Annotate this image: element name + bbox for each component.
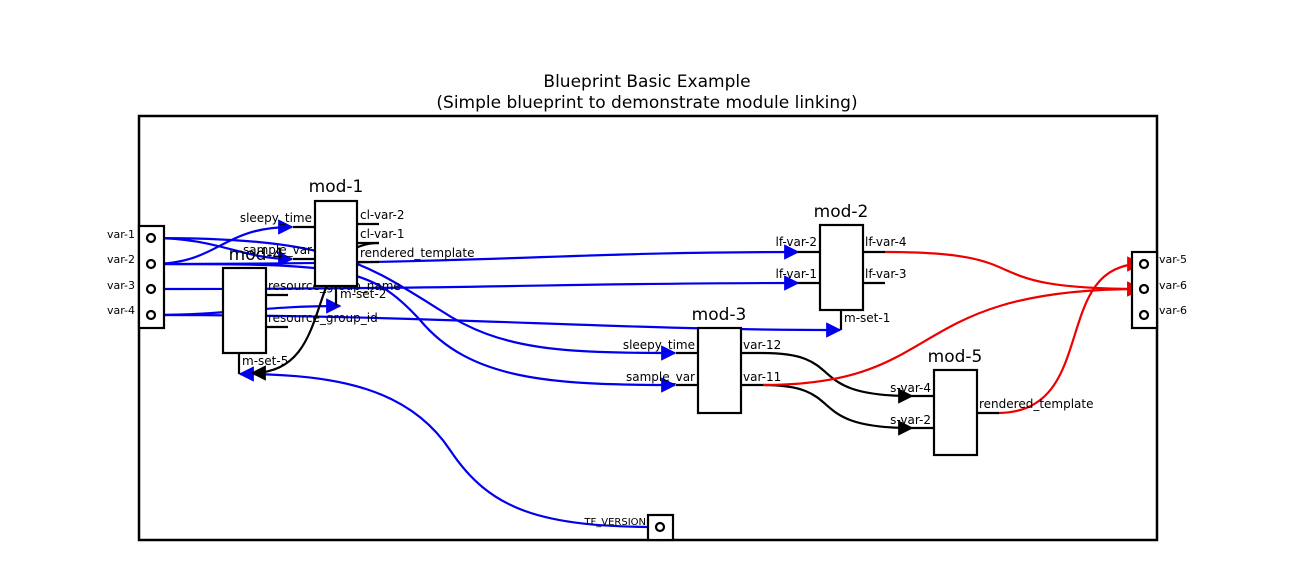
diagram-title: Blueprint Basic Example [543, 72, 750, 92]
var-2-label: var-2 [107, 253, 135, 266]
mod-5-in-s-var-4: s-var-4 [890, 381, 931, 395]
var-5-port[interactable] [1138, 258, 1150, 270]
link-mod2-var6 [884, 250, 1143, 297]
module-mod-2[interactable]: mod-2 lf-var-2 lf-var-1 lf-var-4 lf-var-… [776, 202, 907, 330]
mod-2-out-lf-var-4: lf-var-4 [865, 235, 907, 249]
right-variables-panel: var-5 var-6 var-6 [1130, 250, 1187, 330]
module-mod-3[interactable]: mod-3 sleepy_time sample_var var-12 var-… [623, 305, 781, 415]
mod-1-set: m-set-2 [340, 287, 386, 301]
mod-1-out-cl-var-2: cl-var-2 [360, 208, 405, 222]
link-var2-mod1-sleepy [150, 219, 294, 266]
connections [150, 219, 1143, 529]
link-var1-mod1-sample [150, 236, 294, 267]
mod-2-in-lf-var-1: lf-var-1 [776, 267, 818, 281]
var-5-label: var-5 [1159, 253, 1187, 266]
var-4-port[interactable] [145, 309, 157, 321]
var-3-port[interactable] [145, 283, 157, 295]
link-var4-mod2-set [150, 313, 842, 338]
mod-3-out-var-12: var-12 [743, 338, 781, 352]
var-1-label: var-1 [107, 228, 135, 241]
mod-4-title: mod-4 [229, 245, 284, 265]
var-6b-port[interactable] [1138, 309, 1150, 321]
link-mod3-var12-mod5 [762, 351, 914, 404]
var-2-port[interactable] [145, 258, 157, 270]
mod-1-out-cl-var-1: cl-var-1 [360, 227, 405, 241]
mod-1-in-sleepy-time: sleepy_time [240, 211, 312, 225]
mod-1-out-rendered-template: rendered_template [360, 246, 475, 260]
module-mod-5[interactable]: mod-5 s-var-4 s-var-2 rendered_template [890, 347, 1094, 457]
tf-version-label: TF_VERSION [583, 517, 646, 528]
mod-1-in-sample-var: sample_var [243, 243, 312, 257]
tf-version-input: TF_VERSION [583, 513, 675, 542]
var-6-label: var-6 [1159, 279, 1187, 292]
mod-3-title: mod-3 [692, 305, 747, 325]
mod-2-out-lf-var-3: lf-var-3 [865, 267, 907, 281]
link-mod5-var5 [997, 256, 1143, 415]
mod-1-title: mod-1 [309, 177, 364, 197]
link-var1-mod3-sleepy [150, 236, 677, 361]
mod-3-in-sample-var: sample_var [626, 370, 695, 384]
mod-2-title: mod-2 [814, 202, 869, 222]
diagram-subtitle: (Simple blueprint to demonstrate module … [436, 93, 857, 113]
mod-4-out-resource-group-id: resource_group_id [268, 311, 378, 325]
left-variables-panel: var-1 var-2 var-3 var-4 [107, 224, 166, 330]
mod-3-in-sleepy-time: sleepy_time [623, 338, 695, 352]
var-6b-label: var-6 [1159, 304, 1187, 317]
var-3-label: var-3 [107, 279, 135, 292]
link-mod3-var11-mod5 [762, 383, 914, 436]
blueprint-frame [137, 114, 1159, 542]
var-4-label: var-4 [107, 304, 135, 317]
module-mod-4[interactable]: mod-4 resource_group_name resource_group… [221, 245, 401, 374]
mod-2-in-lf-var-2: lf-var-2 [776, 235, 818, 249]
mod-3-out-var-11: var-11 [743, 370, 781, 384]
link-mod3-var6 [762, 281, 1143, 387]
tf-version-port[interactable] [654, 521, 666, 533]
link-var2-mod2-lfvar2 [150, 244, 800, 266]
var-6-port[interactable] [1138, 283, 1150, 295]
link-tfversion-mod4 [238, 366, 661, 529]
module-mod-1[interactable]: mod-1 sleepy_time sample_var cl-var-2 cl… [240, 177, 475, 306]
mod-4-set: m-set-5 [242, 354, 288, 368]
mod-2-set: m-set-1 [844, 311, 890, 325]
mod-5-title: mod-5 [928, 347, 983, 367]
link-var3-mod2-lfvar1 [150, 275, 800, 291]
mod-5-in-s-var-2: s-var-2 [890, 413, 931, 427]
mod-5-out-rendered-template: rendered_template [979, 397, 1094, 411]
var-1-port[interactable] [145, 232, 157, 244]
